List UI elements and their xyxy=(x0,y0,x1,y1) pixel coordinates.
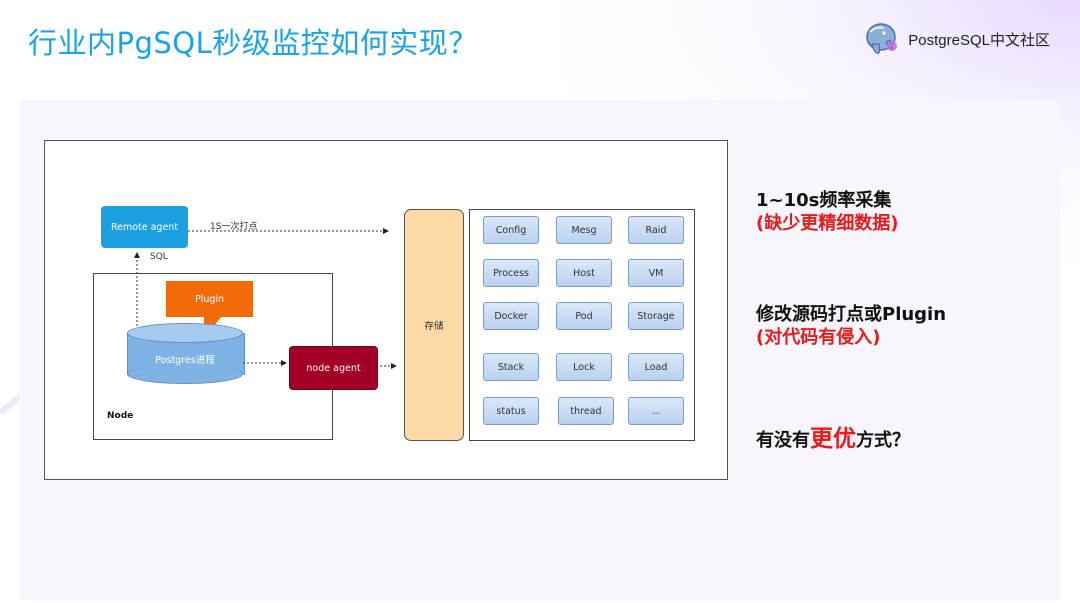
callout-question-emphasis: 更优 xyxy=(810,426,856,452)
brand: PostgreSQL中文社区 xyxy=(862,20,1050,58)
metric-item: Docker xyxy=(483,302,539,330)
plugin-callout: Plugin xyxy=(166,281,253,317)
callout-instrumentation: 修改源码打点或Plugin (对代码有侵入) xyxy=(756,303,946,349)
postgres-process-label: Postgres进程 xyxy=(155,355,215,366)
metric-item: ... xyxy=(628,397,684,425)
metric-item: Stack xyxy=(483,353,539,381)
sql-label: SQL xyxy=(150,252,168,262)
metric-item: VM xyxy=(628,259,684,287)
metric-item: Host xyxy=(556,259,612,287)
postgres-cylinder-top xyxy=(127,323,243,343)
postgres-cylinder-bottom xyxy=(127,364,243,384)
metric-item: thread xyxy=(558,397,614,425)
callout-question-post: 方式？ xyxy=(856,430,910,451)
remote-agent-box: Remote agent xyxy=(101,206,188,248)
metric-item: Lock xyxy=(556,353,612,381)
node-agent-box: node agent xyxy=(289,346,378,390)
callout-question-pre: 有没有 xyxy=(756,430,810,451)
sampling-arrow-label: 1S一次打点 xyxy=(210,222,258,232)
metrics-container: Config Mesg Raid Process Host VM Docker … xyxy=(469,209,695,441)
callout-instrumentation-line1: 修改源码打点或Plugin xyxy=(756,304,947,325)
storage-box: 存储 xyxy=(404,209,464,441)
metric-item: Config xyxy=(483,216,539,244)
callout-instrumentation-line2: (对代码有侵入) xyxy=(756,327,881,348)
metric-item: Storage xyxy=(628,302,684,330)
storage-label: 存储 xyxy=(424,321,444,332)
callout-sampling: 1~10s频率采集 (缺少更精细数据) xyxy=(756,189,898,235)
callout-sampling-line1: 1~10s频率采集 xyxy=(756,190,892,211)
metric-item: Process xyxy=(483,259,539,287)
metric-item: Pod xyxy=(556,302,612,330)
brand-name: PostgreSQL中文社区 xyxy=(908,31,1050,49)
callout-question: 有没有更优方式？ xyxy=(756,428,910,452)
callout-sampling-line2: (缺少更精细数据) xyxy=(756,213,899,234)
page-title: 行业内PgSQL秒级监控如何实现？ xyxy=(28,26,478,60)
metric-item: Load xyxy=(628,353,684,381)
metric-item: Raid xyxy=(628,216,684,244)
node-label: Node xyxy=(107,411,134,421)
metric-item: status xyxy=(483,397,539,425)
metric-item: Mesg xyxy=(556,216,612,244)
postgres-elephant-icon xyxy=(866,23,898,54)
